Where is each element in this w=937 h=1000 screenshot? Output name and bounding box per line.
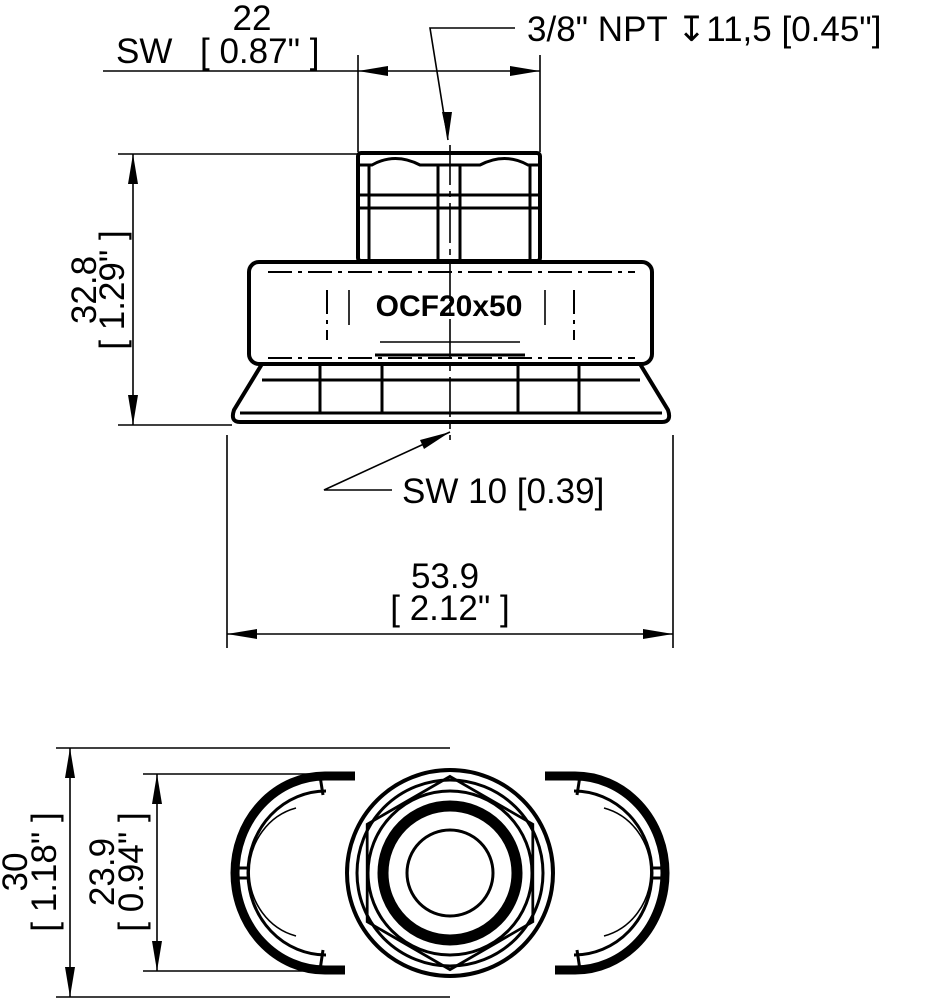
outer-height-dimension: 30 [ 1.18" ] (0, 747, 450, 998)
outer-height-imperial: [ 1.18" ] (25, 812, 64, 931)
outer-height-value: 30 (0, 853, 35, 892)
height-value: 32.8 (65, 256, 104, 324)
inner-height-imperial: [ 0.94" ] (112, 812, 151, 931)
width-value: 53.9 (411, 557, 479, 596)
sw10-callout: SW 10 [0.39] (323, 431, 604, 511)
width-imperial: [ 2.12" ] (390, 589, 509, 628)
height-dimension: 32.8 [ 1.29" ] (65, 153, 358, 426)
inner-height-value: 23.9 (83, 838, 122, 906)
thread-callout: 3/8" NPT ↧11,5 [0.45"] (429, 10, 881, 141)
sw22-imperial: [ 0.87" ] (200, 32, 319, 71)
height-imperial: [ 1.29" ] (93, 230, 132, 349)
inner-height-dimension: 23.9 [ 0.94" ] (83, 773, 330, 972)
sw10-label: SW 10 [0.39] (402, 472, 604, 511)
width-dimension: 53.9 [ 2.12" ] (226, 435, 674, 648)
part-marking: OCF20x50 (376, 290, 523, 323)
thread-label: 3/8" NPT ↧11,5 [0.45"] (527, 10, 881, 49)
sw22-dimension: 22 SW [ 0.87" ] (103, 0, 541, 152)
sw22-prefix: SW (116, 32, 172, 71)
sw22-value: 22 (233, 0, 272, 38)
bottom-view (230, 768, 670, 978)
side-view: OCF20x50 (230, 145, 672, 440)
